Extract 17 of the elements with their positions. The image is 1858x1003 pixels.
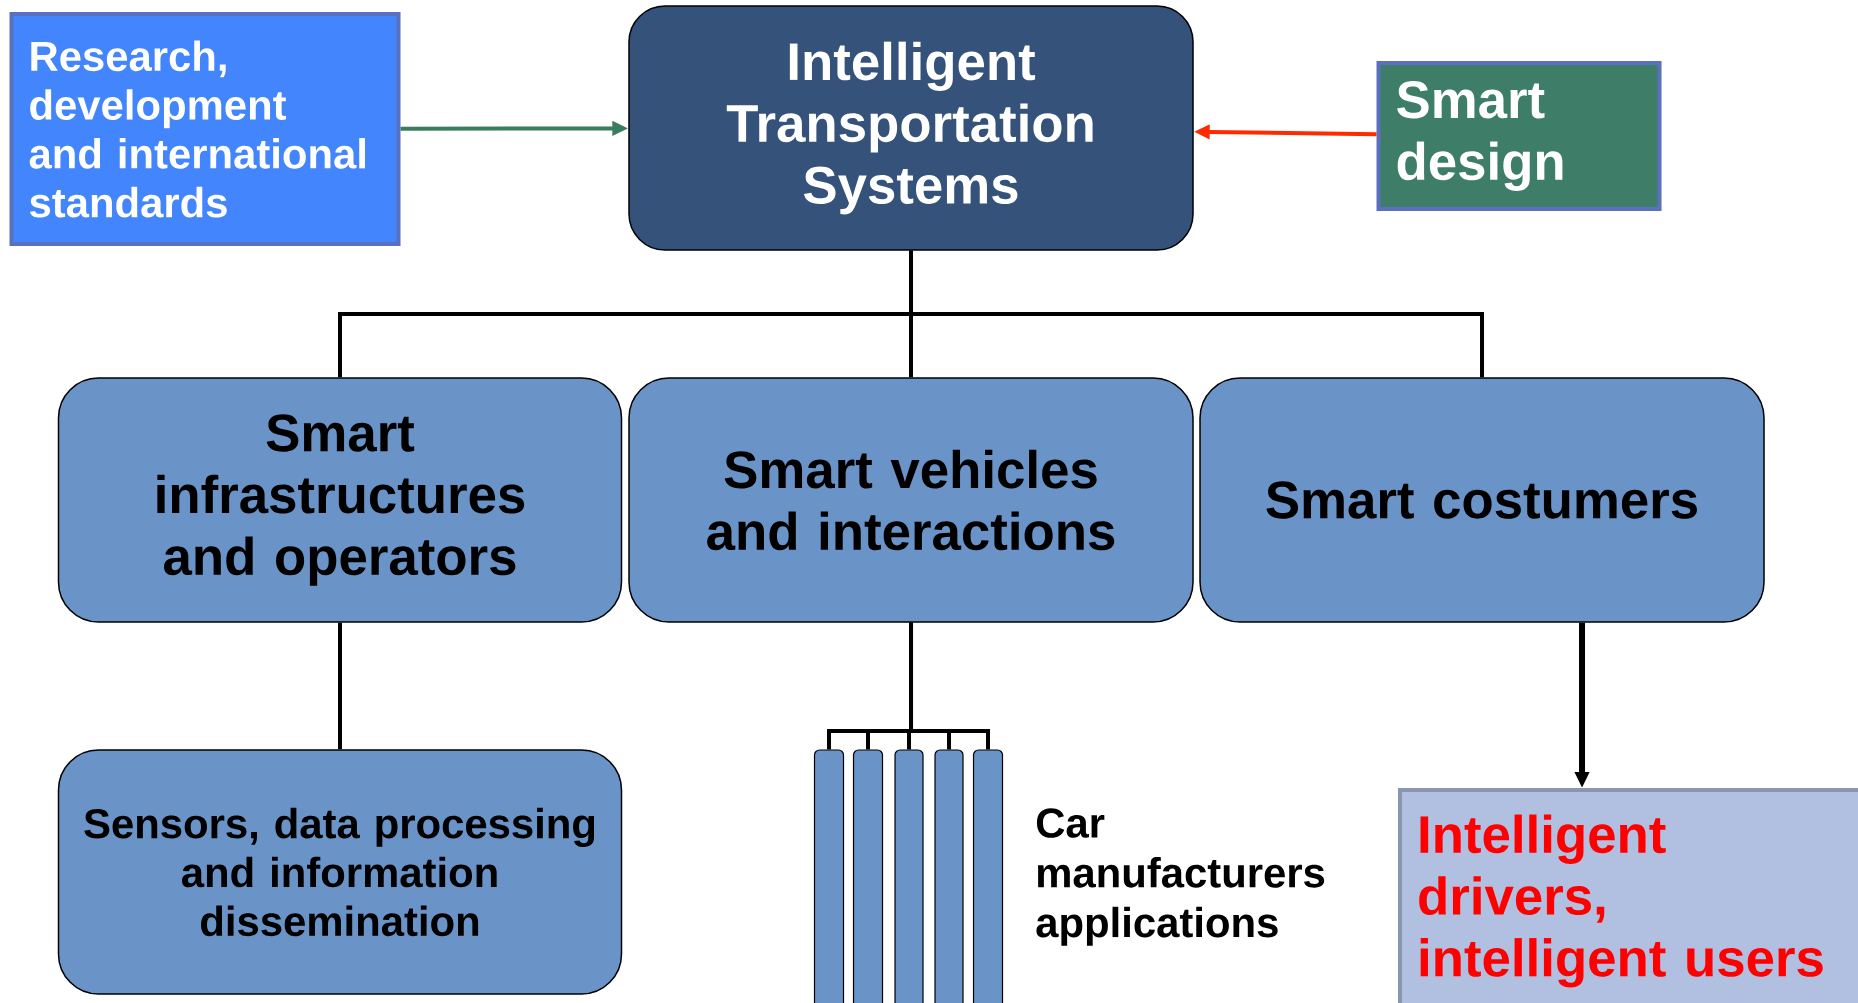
connector-line [909,250,1484,378]
category-box: Smart vehicles and interactions [628,377,1194,623]
bar [934,749,964,1003]
main-box: Intelligent Transportation Systems [628,5,1194,251]
category-box: Smart infrastructures and operators [57,377,623,623]
source-box: Smart design [1376,61,1662,211]
result-box: Intelligent drivers, intelligent users [1398,788,1858,1003]
bar [852,749,884,1003]
caption-text: Car manufacturers applications [1036,808,1325,946]
detail-box: Sensors, data processing and information dissemination [57,749,623,995]
bar [813,749,845,1003]
source-box: Research, development and international standards [9,12,401,246]
category-box: Smart costumers [1199,377,1765,623]
bar [972,749,1004,1003]
bar [894,749,924,1003]
connector-line [909,622,990,750]
connector-line [338,622,342,750]
